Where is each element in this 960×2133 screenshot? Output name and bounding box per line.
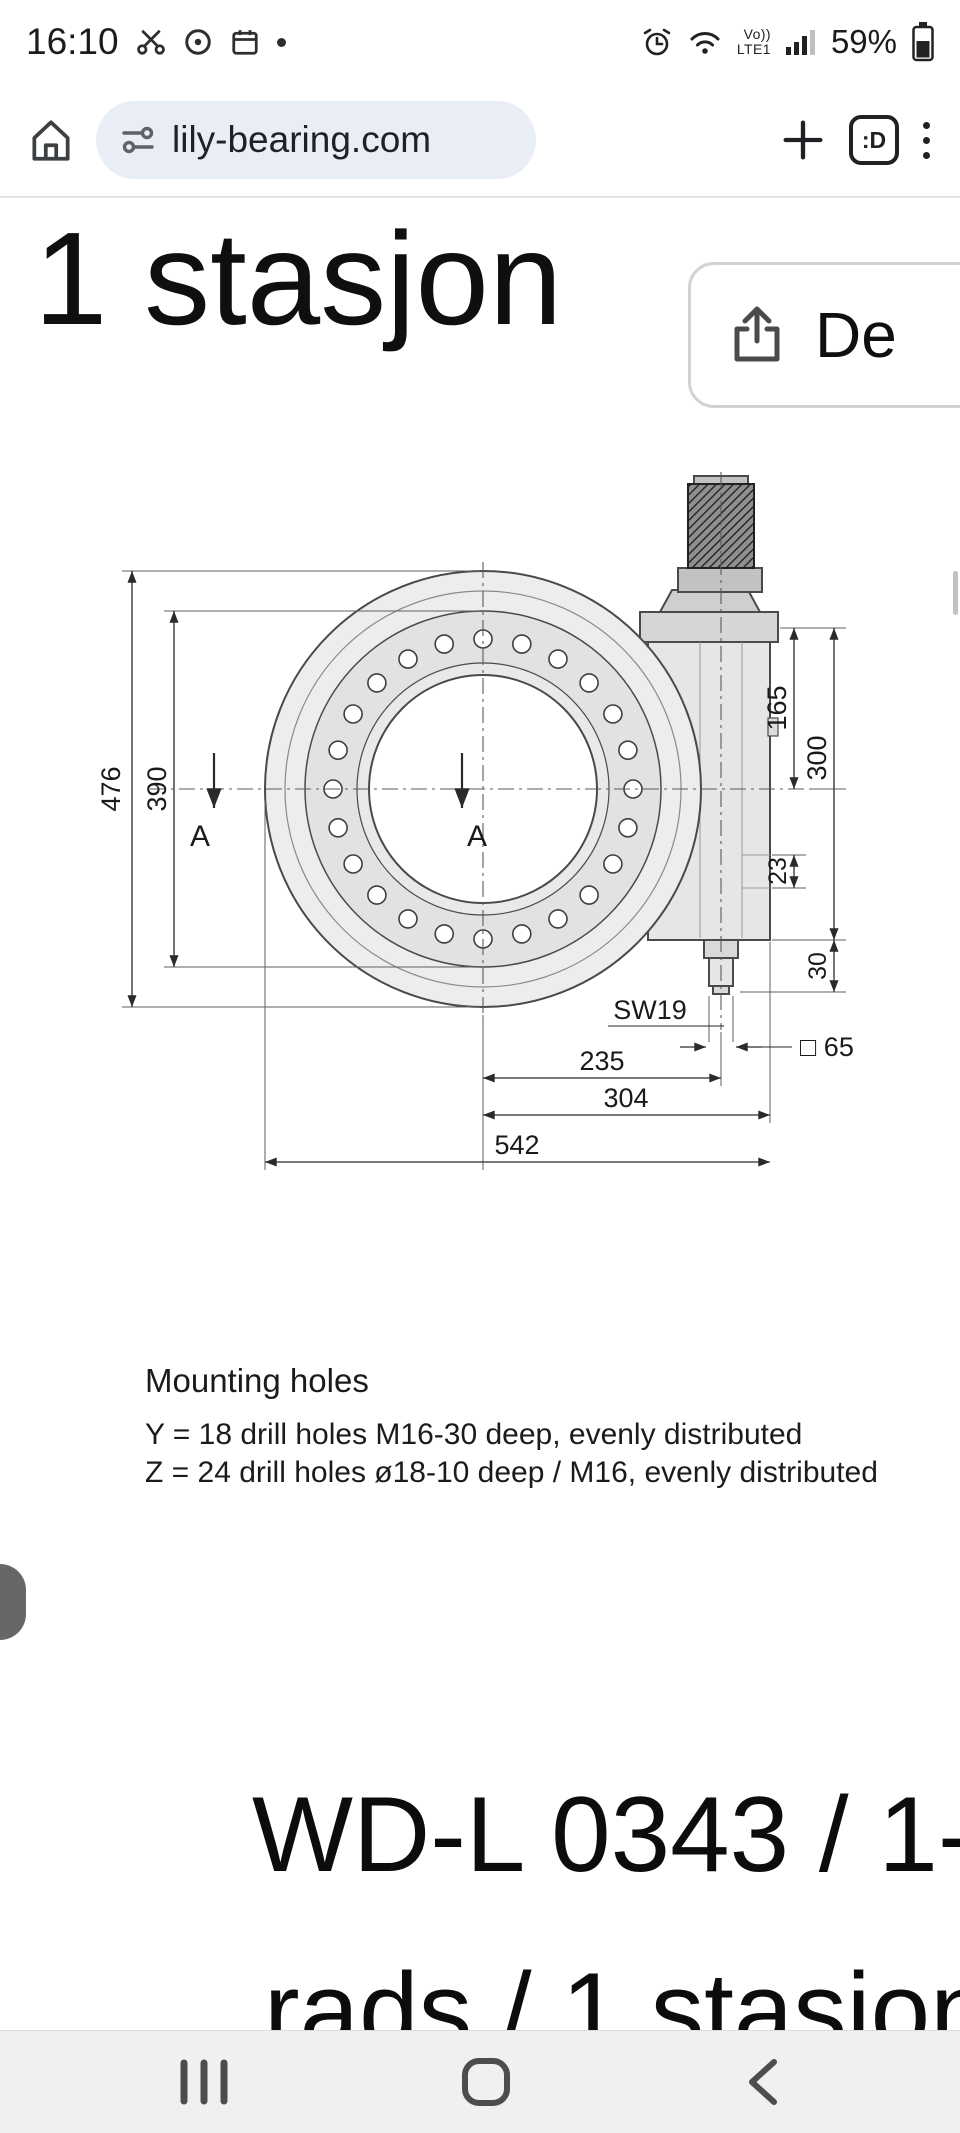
new-tab-button[interactable] bbox=[771, 108, 835, 172]
mounting-holes-block: Mounting holes Y = 18 drill holes M16-30… bbox=[145, 1362, 878, 1492]
share-button-label: De bbox=[815, 299, 897, 371]
network-label: Vo)) LTE1 bbox=[737, 27, 771, 57]
dim-label-165: 165 bbox=[762, 685, 792, 730]
drawing-dimension-lines bbox=[127, 571, 839, 1167]
share-button[interactable]: De bbox=[688, 262, 960, 408]
dim-label-235: 235 bbox=[579, 1046, 624, 1076]
toolbar-divider bbox=[0, 196, 960, 198]
status-bar: 16:10 Vo)) LTE1 59% bbox=[0, 0, 960, 84]
recents-icon bbox=[180, 2059, 228, 2105]
home-squircle-icon bbox=[462, 2058, 510, 2106]
scissors-icon bbox=[136, 29, 165, 55]
dim-label-304: 304 bbox=[603, 1083, 648, 1113]
camera-icon bbox=[184, 29, 211, 55]
section-label-a-left: A bbox=[190, 820, 210, 853]
dim-label-300: 300 bbox=[802, 735, 832, 780]
mounting-holes-line-y: Y = 18 drill holes M16-30 deep, evenly d… bbox=[145, 1418, 803, 1451]
network-type-label: LTE1 bbox=[736, 41, 771, 57]
alarm-icon bbox=[643, 28, 671, 56]
dim-label-390: 390 bbox=[142, 766, 172, 811]
technical-drawing: 476 390 165 300 23 30 SW19 □ 65 235 304 … bbox=[96, 472, 854, 1170]
dim-label-sw19: SW19 bbox=[613, 995, 687, 1025]
battery-percent: 59% bbox=[830, 23, 897, 60]
url-text: lily-bearing.com bbox=[172, 119, 432, 160]
back-chevron-icon bbox=[749, 2059, 777, 2105]
home-nav-button[interactable] bbox=[460, 2056, 512, 2108]
dim-label-30: 30 bbox=[804, 952, 832, 980]
dim-label-542: 542 bbox=[494, 1130, 539, 1160]
drawing-dimension-labels: 476 390 165 300 23 30 SW19 □ 65 235 304 … bbox=[96, 685, 854, 1160]
url-bar[interactable]: lily-bearing.com bbox=[96, 101, 536, 179]
status-time: 16:10 bbox=[26, 21, 119, 62]
tune-icon bbox=[122, 126, 154, 154]
share-icon bbox=[734, 306, 780, 362]
battery-icon bbox=[912, 22, 934, 62]
wifi-icon bbox=[690, 32, 720, 54]
calendar-icon bbox=[231, 30, 258, 55]
dim-label-23: 23 bbox=[764, 857, 792, 885]
mounting-holes-title: Mounting holes bbox=[145, 1362, 369, 1399]
browser-toolbar: lily-bearing.com :D bbox=[0, 84, 960, 196]
mounting-holes-line-z: Z = 24 drill holes ø18-10 deep / M16, ev… bbox=[145, 1456, 878, 1489]
status-bar-left: 16:10 bbox=[26, 21, 286, 63]
menu-button[interactable] bbox=[913, 116, 940, 165]
navigation-bar bbox=[0, 2030, 960, 2133]
network-volte-label: Vo)) bbox=[743, 26, 771, 42]
notification-dot bbox=[276, 37, 286, 47]
back-button[interactable] bbox=[742, 2057, 782, 2107]
product-title-line1: WD-L 0343 / 1- bbox=[252, 1774, 960, 1894]
section-label-a-center: A bbox=[467, 820, 487, 853]
edge-panel-handle[interactable] bbox=[0, 1564, 26, 1640]
page-title: 1 stasjon bbox=[34, 205, 563, 352]
dim-label-476: 476 bbox=[96, 766, 126, 811]
scrollbar-thumb[interactable] bbox=[953, 571, 958, 615]
status-bar-right: Vo)) LTE1 59% bbox=[641, 22, 934, 62]
plus-icon bbox=[783, 120, 823, 160]
menu-kebab-icon bbox=[923, 121, 930, 129]
home-icon bbox=[32, 120, 70, 161]
tab-count-label: :D bbox=[861, 126, 887, 153]
recents-button[interactable] bbox=[178, 2058, 230, 2106]
home-button[interactable] bbox=[20, 109, 82, 171]
drawing-centerlines bbox=[150, 472, 812, 1030]
dim-label-square65: □ 65 bbox=[800, 1032, 854, 1062]
bolt-hole-circle bbox=[323, 629, 643, 949]
tab-switcher-button[interactable]: :D bbox=[849, 115, 899, 165]
signal-bars-icon bbox=[785, 30, 815, 55]
drawing-housing bbox=[264, 475, 779, 1008]
